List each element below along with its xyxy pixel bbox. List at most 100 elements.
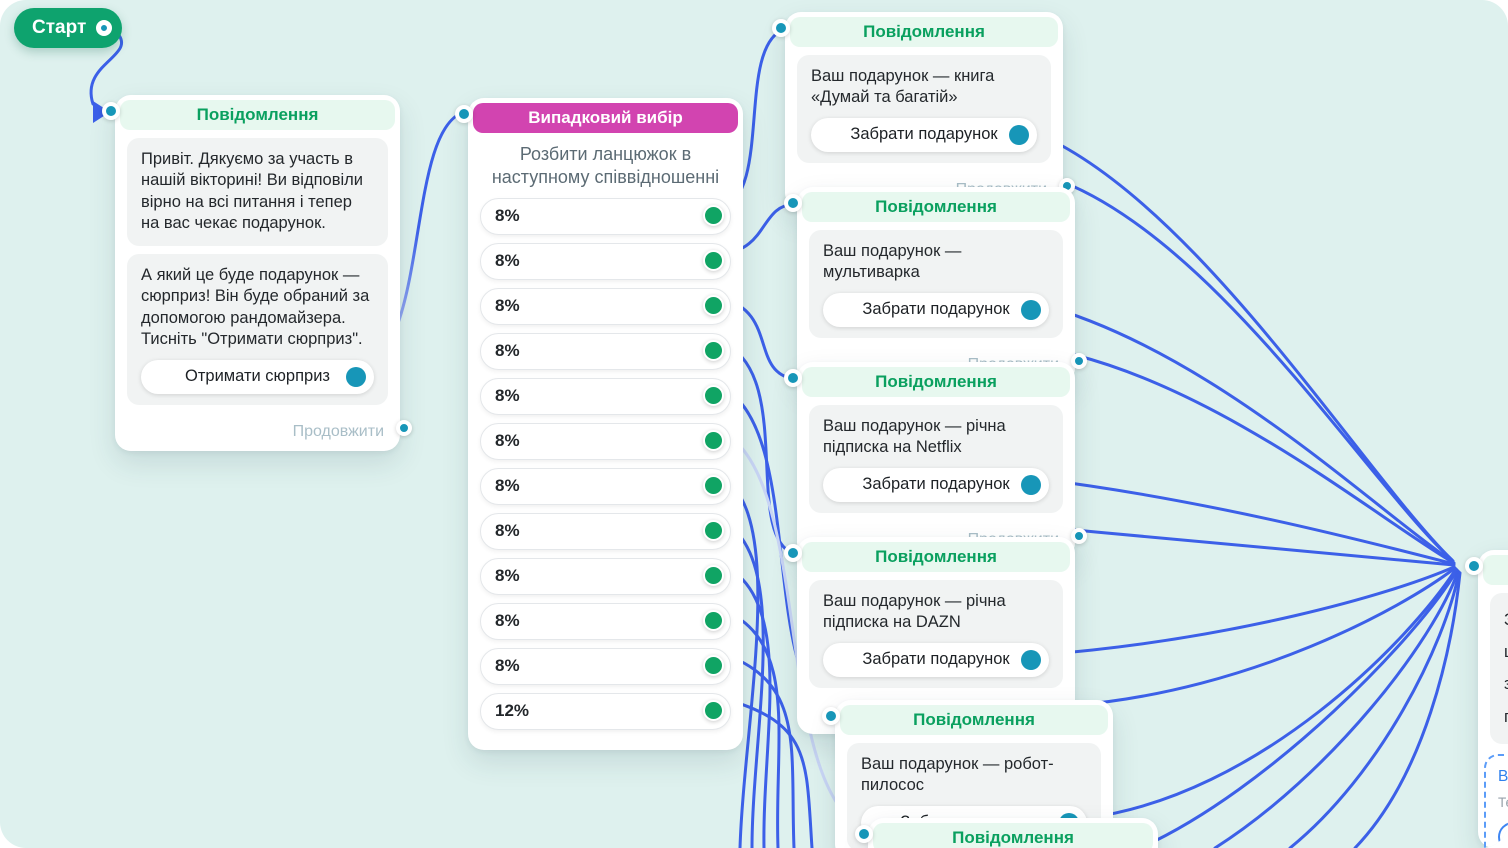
row-percent: 8% [495,251,520,271]
input-port[interactable] [784,194,802,212]
row-output-port[interactable] [703,249,724,271]
wire-below3-right [1288,570,1461,848]
message-bubble: Ваш подарунок — книга «Думай та багатій»… [797,55,1051,163]
random-row-5[interactable]: 8% [480,377,731,415]
button-output-port[interactable] [1021,474,1041,495]
row-percent: 8% [495,656,520,676]
message-text: Ваш подарунок — річна підписка на Netfli… [823,417,1006,457]
node-header-label: Повідомлення [196,105,319,124]
message-node-gift-netflix[interactable]: Повідомлення Ваш подарунок — річна підпи… [784,362,1087,559]
row-output-port[interactable] [703,699,724,721]
input-port[interactable] [784,544,802,562]
button-output-port[interactable] [346,366,366,387]
node-header-label: Повідомлення [875,197,997,216]
message-text: Зал [1504,604,1508,636]
row-output-port[interactable] [703,204,724,226]
button-label: Забрати подарунок [862,300,1010,319]
take-gift-button[interactable]: Забрати подарунок [811,117,1037,152]
continue-row[interactable]: Продовжити [115,413,412,451]
button-output-port[interactable] [1021,649,1041,670]
random-row-10[interactable]: 8% [480,602,731,640]
button-label: Забрати подарунок [850,125,998,144]
input-port[interactable] [1465,557,1483,575]
input-port[interactable] [784,369,802,387]
continue-output-port[interactable] [396,419,412,436]
random-choice-node[interactable]: Випадковий вибір Розбити ланцюжок в наст… [455,98,743,750]
user-input-button[interactable]: П [1498,821,1508,848]
message-text: под [1504,701,1508,733]
node-header: Випадковий вибір [473,103,738,133]
wire-arrowhead [93,101,110,123]
get-surprise-button[interactable]: Отримати сюрприз [141,359,374,394]
wire-giftA-cont-right [1061,180,1455,563]
row-percent: 8% [495,296,520,316]
input-port[interactable] [102,102,120,120]
row-output-port[interactable] [703,339,724,361]
message-node-clipped-right[interactable]: Зал що зв' под Вв Те П [1465,550,1508,848]
random-row-6[interactable]: 8% [480,422,731,460]
random-row-2[interactable]: 8% [480,242,731,280]
wire-r10-down [719,607,781,848]
wire-r9-down [719,562,772,848]
take-gift-button[interactable]: Забрати подарунок [823,642,1049,677]
random-row-9[interactable]: 8% [480,557,731,595]
message-node-gift-next[interactable]: Повідомлення [855,818,1158,848]
row-percent: 8% [495,521,520,541]
continue-output-port[interactable] [1071,352,1087,369]
message-bubble: А який це буде подарунок — сюрприз! Він … [127,253,388,405]
node-header-label: Повідомлення [875,372,997,391]
wire-giftD-cont-right [1075,566,1457,707]
wire-giftB-cont-right [1073,353,1456,565]
row-percent: 8% [495,206,520,226]
row-output-port[interactable] [703,294,724,316]
random-row-3[interactable]: 8% [480,287,731,325]
message-bubble: Зал що зв' под [1490,593,1508,744]
node-header: Повідомлення [790,17,1058,47]
wire-giftC-cont-right [1073,528,1456,567]
row-percent: 8% [495,611,520,631]
start-output-port[interactable] [96,20,113,36]
node-header: Повідомлення [873,823,1153,848]
user-input-subtitle: Те [1498,794,1508,810]
message-text: зв' [1504,675,1508,694]
row-output-port[interactable] [703,519,724,541]
user-input-block[interactable]: Вв Те П [1484,753,1508,848]
take-gift-button[interactable]: Забрати подарунок [823,292,1049,327]
row-output-port[interactable] [703,474,724,496]
random-row-12[interactable]: 12% [480,692,731,730]
random-row-11[interactable]: 8% [480,647,731,685]
wire-below1-right [1138,568,1459,848]
random-row-7[interactable]: 8% [480,467,731,505]
start-button[interactable]: Старт [14,8,122,48]
row-output-port[interactable] [703,384,724,406]
row-percent: 8% [495,341,520,361]
button-output-port[interactable] [1009,124,1029,145]
message-text: Ваш подарунок — мультиварка [823,242,962,282]
input-port[interactable] [772,19,790,37]
message-text: Ваш подарунок — річна підписка на DAZN [823,592,1006,632]
message-node-intro[interactable]: Повідомлення Привіт. Дякуємо за участь в… [102,95,412,451]
button-output-port[interactable] [1021,299,1041,320]
take-gift-button[interactable]: Забрати подарунок [823,467,1049,502]
input-port[interactable] [822,707,840,725]
input-port[interactable] [855,825,873,843]
message-node-gift-multicooker[interactable]: Повідомлення Ваш подарунок — мультиварка… [784,187,1087,384]
random-row-1[interactable]: 8% [480,197,731,235]
random-row-4[interactable]: 8% [480,332,731,370]
wire-r12-down [719,696,814,848]
continue-output-port[interactable] [1071,527,1087,544]
row-output-port[interactable] [703,609,724,631]
random-row-8[interactable]: 8% [480,512,731,550]
row-output-port[interactable] [703,654,724,676]
message-text: Ваш подарунок — робот-пилосос [861,755,1054,795]
button-label: Отримати сюрприз [185,366,330,385]
message-text: Привіт. Дякуємо за участь в нашій віктор… [141,150,363,233]
node-header-label: Повідомлення [952,828,1074,847]
row-output-port[interactable] [703,564,724,586]
button-label: Забрати подарунок [862,650,1010,669]
row-output-port[interactable] [703,429,724,451]
message-node-gift-book[interactable]: Повідомлення Ваш подарунок — книга «Дума… [772,12,1075,209]
wire-giftE-btn-right [1085,567,1458,820]
input-port[interactable] [455,105,473,123]
